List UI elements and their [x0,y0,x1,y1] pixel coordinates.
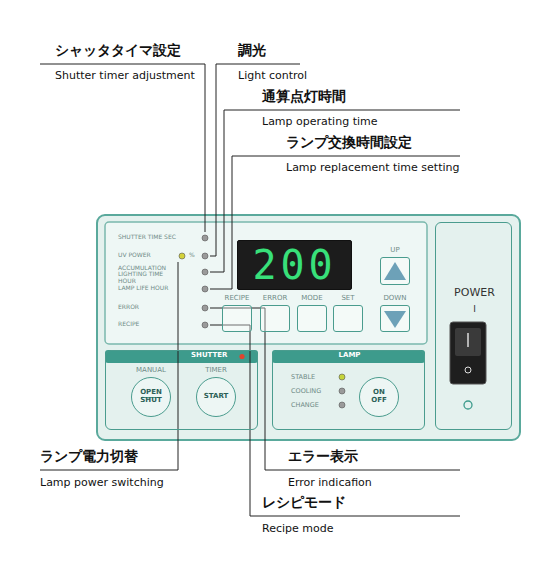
callout-japanese: エラー表示 [288,448,358,464]
callout-underline [250,516,460,517]
button-label: RECIPE [225,295,250,303]
indicator-led [202,305,208,311]
round-button: ON OFF [359,377,399,417]
node-text: START [204,393,229,401]
node-text: LAMP [273,352,426,360]
lamp-header-band [272,350,425,363]
indicator-label: % [189,252,195,259]
button-label: DOWN [383,295,406,303]
button-label: MODE [301,295,322,303]
rocker-mark [467,333,469,347]
callout-japanese: ランプ交換時間設定 [286,134,412,150]
indicator-label: LAMP LIFE HOUR [118,285,168,292]
node-text: POWER [436,287,513,299]
rocker-mark [465,367,471,373]
node-text: I [436,305,513,315]
leader-line [210,156,232,289]
indicator-label: UV POWER [118,252,151,259]
panel-housing [97,215,520,440]
callout-english: Lamp replacement time setting [286,162,459,175]
callout-japanese: レシピモード [262,494,346,510]
indicator-led [202,235,208,241]
node-text: CHANGE [291,402,319,409]
leader-line [210,64,216,256]
indicator-led [339,402,345,408]
indicator-led [339,374,345,380]
callout-underline [40,64,205,65]
node-text: 200 [252,243,336,287]
button-label: UP [390,247,399,255]
display-area [105,222,427,344]
shutter-led [239,354,244,359]
callout-japanese: 通算点灯時間 [262,88,346,104]
indicator-label: ACCUMULATION LIGHTING TIME HOUR [118,265,174,284]
callout-underline [224,110,460,111]
power-indicator [464,401,472,409]
indicator-led [339,388,345,394]
indicator-led [202,253,208,259]
leader-line [178,262,179,470]
callout-underline [232,156,460,157]
button-label: TIMER [205,367,227,375]
led-display: 200 [237,240,352,290]
panel-button: RECIPE [222,305,252,332]
round-button: MANUALOPEN SHUT [131,377,171,417]
indicator-led [202,269,208,275]
round-button: TIMERSTART [196,377,236,417]
callout-english: Lamp power switching [40,477,164,490]
panel-button: ERROR [260,305,290,332]
lamp-section: LAMP STABLE COOLING CHANGE ON OFF [272,350,425,430]
rocker-switch-top [455,328,481,356]
panel-button: MODE [297,305,327,332]
callout-english: Lamp operating time [262,116,377,129]
callout-underline [216,64,300,65]
rocker-switch [450,322,486,384]
leader-line [205,64,206,232]
indicator-label: ERROR [118,304,139,311]
callout-english: Light control [238,70,307,83]
leader-line [210,110,224,272]
node-text: OPEN SHUT [138,389,164,404]
node-text: COOLING [291,388,321,395]
indicator-led [202,286,208,292]
indicator-label: RECIPE [118,321,139,328]
callout-japanese: 調光 [238,42,266,58]
button-label: ERROR [263,295,288,303]
callout-english: Error indicafion [288,477,372,490]
down-button: DOWN [380,305,410,332]
node-text: ON OFF [369,389,389,404]
shutter-header-band [105,350,258,363]
callout-underline [265,470,460,471]
panel-button: SET [333,305,363,332]
power-section: POWER I [435,222,512,430]
indicator-led [202,322,208,328]
callout-english: Recipe mode [262,523,333,536]
up-button: UP [380,257,410,285]
indicator-label: SHUTTER TIME SEC [118,234,176,241]
indicator-led [179,253,185,259]
node-text: SHUTTER [191,352,227,360]
node-text: STABLE [291,374,315,381]
button-label: SET [341,295,354,303]
shutter-section: SHUTTERMANUALOPEN SHUTTIMERSTART [105,350,258,430]
button-label: MANUAL [136,367,166,375]
callout-japanese: シャッタタイマ設定 [55,42,181,58]
callout-english: Shutter timer adjustment [55,70,195,83]
callout-japanese: ランプ電力切替 [40,448,138,464]
callout-underline [40,470,178,471]
